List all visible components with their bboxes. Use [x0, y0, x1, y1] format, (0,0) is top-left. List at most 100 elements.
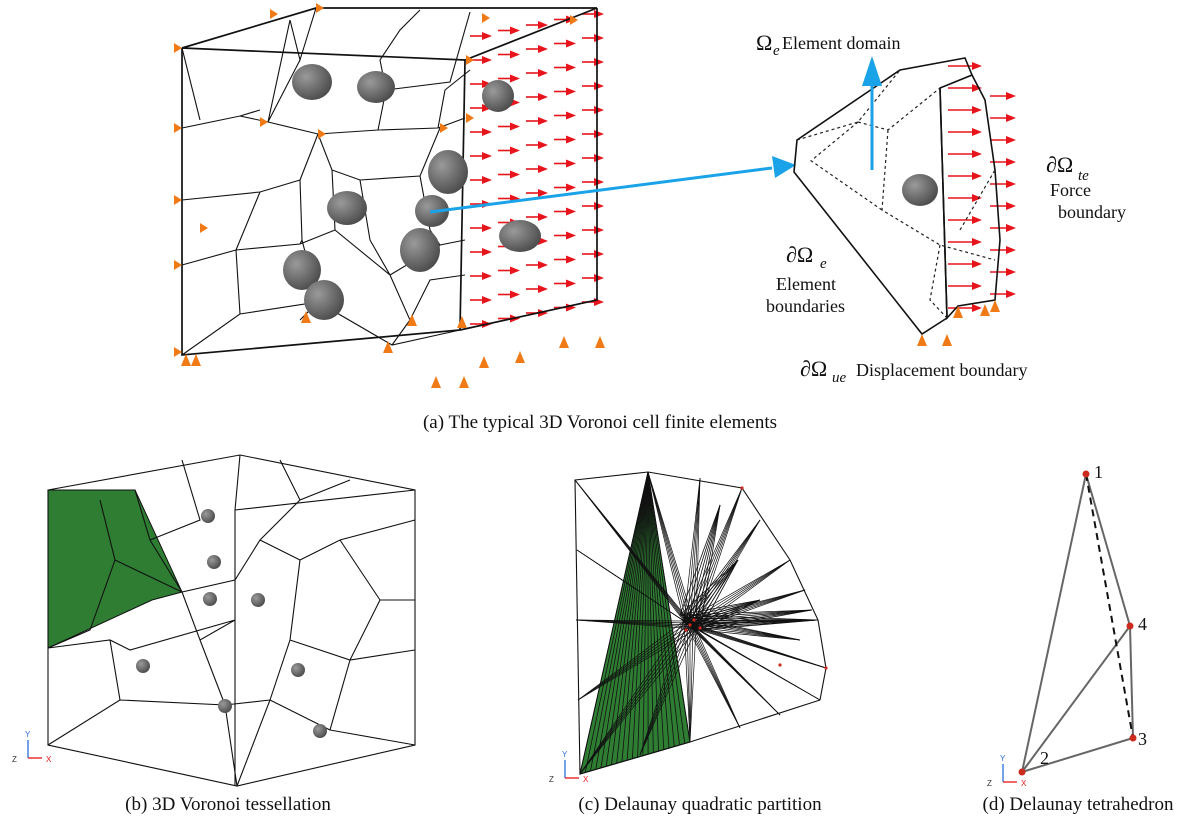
delaunay-edge [695, 619, 819, 628]
vertex-label-4: 4 [1138, 614, 1147, 634]
delaunay-edge [575, 619, 697, 630]
axis-triad-b: Y Z X [12, 730, 52, 764]
support-marker [459, 376, 469, 388]
delaunay-edge [687, 599, 761, 622]
delaunay-edge [647, 471, 686, 744]
support-marker [466, 55, 474, 65]
force-arrow [470, 176, 492, 184]
force-arrow [470, 224, 492, 232]
support-marker [559, 336, 569, 348]
delaunay-edge [579, 622, 688, 775]
delaunay-edge [647, 471, 675, 747]
support-marker [383, 341, 393, 353]
delaunay-edge [647, 471, 670, 749]
force-arrow [554, 63, 576, 72]
delaunay-edge [679, 599, 761, 616]
support-marker [515, 351, 525, 363]
delaunay-edge [692, 487, 743, 628]
force-arrow [948, 106, 982, 114]
delaunay-edge [699, 619, 819, 631]
delaunay-vertex [692, 618, 696, 622]
force-arrow [990, 180, 1016, 188]
force-arrow [554, 279, 576, 288]
force-arrow [990, 224, 1016, 232]
supports-main [174, 3, 605, 388]
delaunay-edge [679, 559, 739, 616]
support-marker [174, 260, 182, 270]
support-marker [174, 43, 182, 53]
force-arrow [498, 122, 520, 131]
force-arrow [948, 282, 982, 290]
delaunay-edge [626, 471, 649, 761]
delaunay-edge [639, 628, 697, 756]
force-arrow [582, 82, 604, 90]
support-marker [440, 123, 448, 133]
delaunay-edge [647, 471, 680, 746]
delaunay-edge [679, 504, 721, 616]
delaunay-edge [686, 559, 791, 624]
svg-text:Z: Z [549, 775, 554, 784]
delaunay-edge [686, 622, 691, 743]
delaunay-edge [679, 609, 813, 616]
delaunay-edge [695, 504, 721, 628]
svg-text:Force: Force [1050, 180, 1091, 200]
support-marker [431, 376, 441, 388]
force-arrow [526, 141, 548, 149]
svg-text:boundary: boundary [1058, 202, 1126, 222]
force-arrow [582, 226, 604, 234]
force-arrow [582, 106, 604, 114]
delaunay-edge [574, 479, 697, 630]
vertex-3 [1129, 734, 1137, 742]
support-marker [942, 334, 952, 346]
delaunay-edge [600, 471, 649, 768]
force-arrow [990, 202, 1016, 210]
svg-text:boundaries: boundaries [766, 296, 845, 316]
delaunay-edge [699, 609, 813, 631]
svg-text:ue: ue [832, 370, 847, 386]
support-marker [174, 123, 182, 133]
force-arrow [948, 84, 982, 92]
support-marker [174, 195, 182, 205]
support-marker [570, 15, 578, 25]
force-arrow [582, 10, 604, 18]
force-arrow [470, 128, 492, 136]
vertex-4 [1126, 622, 1134, 630]
force-arrow [470, 296, 492, 304]
force-arrow [582, 274, 604, 282]
delaunay-edge [691, 619, 819, 625]
force-arrow [470, 80, 492, 88]
force-arrow [498, 146, 520, 155]
force-arrow [498, 290, 520, 299]
vertex-2 [1018, 768, 1026, 776]
svg-text:∂Ω: ∂Ω [1046, 152, 1073, 177]
delaunay-edge [686, 519, 761, 624]
force-arrow [582, 154, 604, 162]
delaunay-edge [692, 477, 701, 628]
delaunay-edge [686, 487, 743, 624]
force-arrow [526, 165, 548, 173]
axis-triad-d: Y Z X [987, 754, 1027, 788]
force-arrows-main [470, 10, 604, 328]
force-arrow [582, 178, 604, 186]
delaunay-edge [631, 471, 649, 759]
inclusions-panel-a [283, 64, 541, 320]
svg-text:Element: Element [776, 274, 836, 294]
delaunay-vertex [740, 486, 744, 490]
force-arrow [554, 39, 576, 48]
delaunay-edge [695, 628, 821, 701]
force-arrow [948, 238, 982, 246]
support-marker [407, 314, 417, 326]
support-marker [301, 311, 311, 323]
label-force-boundary: ∂Ω te Force boundary [1046, 152, 1126, 222]
label-displacement-boundary: ∂Ω ue Displacement boundary [800, 356, 1027, 386]
svg-text:X: X [1021, 779, 1027, 788]
force-arrow [582, 34, 604, 42]
force-arrow [470, 248, 492, 256]
vertex-label-3: 3 [1138, 729, 1147, 749]
delaunay-edge [695, 559, 791, 630]
force-arrow [470, 104, 492, 112]
force-arrow [990, 158, 1016, 166]
delaunay-edge [695, 628, 741, 729]
svg-text:Z: Z [987, 779, 992, 788]
force-arrow [990, 114, 1016, 122]
